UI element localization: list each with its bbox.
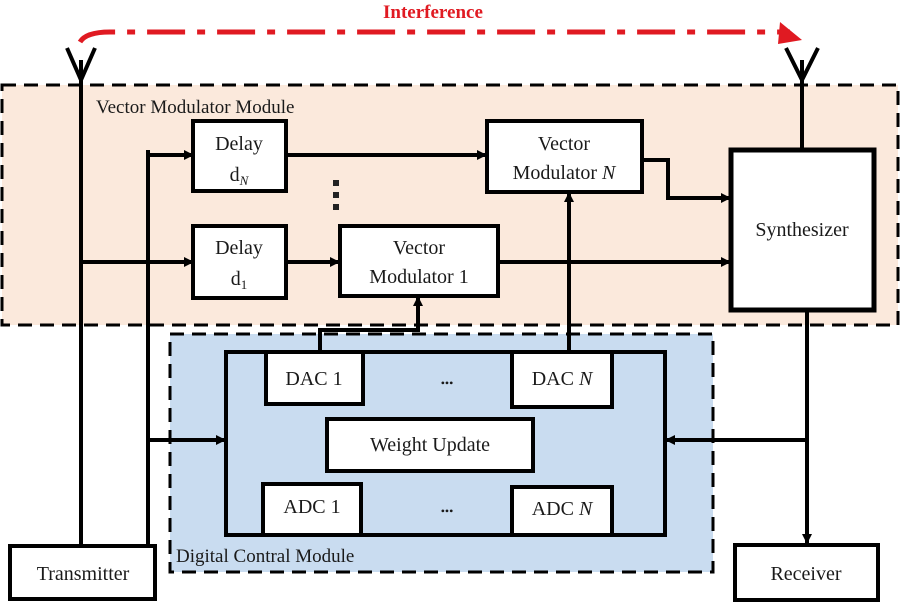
- svg-text:Delay: Delay: [215, 237, 263, 259]
- receiver-block[interactable]: Receiver: [733, 543, 880, 602]
- synthesizer-block[interactable]: Synthesizer: [728, 147, 877, 313]
- svg-text:dN: dN: [230, 164, 250, 188]
- vector-modulator-module-label: Vector Modulator Module: [96, 97, 294, 118]
- dac-1-block[interactable]: DAC 1: [264, 350, 365, 406]
- svg-text:Modulator 1: Modulator 1: [369, 266, 468, 288]
- svg-text:ADC N: ADC N: [532, 498, 594, 520]
- svg-text:d1: d1: [231, 268, 248, 292]
- svg-text:ADC 1: ADC 1: [283, 496, 340, 518]
- svg-text:Weight Update: Weight Update: [370, 434, 490, 456]
- interference-label: Interference: [383, 2, 483, 23]
- svg-text:Vector: Vector: [393, 237, 446, 259]
- svg-text:Synthesizer: Synthesizer: [755, 219, 849, 241]
- delay-1-block[interactable]: Delay d1: [191, 224, 288, 300]
- dac-ellipsis: •••: [441, 376, 454, 390]
- digital-control-module-label: Digital Contral Module: [176, 546, 354, 567]
- interference-arrowhead: [778, 22, 802, 44]
- svg-text:Transmitter: Transmitter: [37, 563, 130, 585]
- transmitter-block[interactable]: Transmitter: [8, 544, 157, 601]
- dac-n-block[interactable]: DAC N: [510, 350, 614, 409]
- weight-update-block[interactable]: Weight Update: [325, 417, 535, 473]
- rx-antenna-icon: [784, 47, 820, 148]
- svg-text:Delay: Delay: [215, 133, 263, 155]
- tx-antenna-icon: [65, 47, 97, 545]
- svg-text:Modulator N: Modulator N: [513, 162, 617, 184]
- svg-text:DAC N: DAC N: [532, 368, 594, 390]
- adc-1-block[interactable]: ADC 1: [261, 482, 363, 537]
- delay-n-block[interactable]: Delay dN: [191, 119, 288, 193]
- interference-path: [77, 29, 790, 44]
- vertical-ellipsis-icon: [333, 180, 339, 210]
- vector-modulator-n-block[interactable]: Vector Modulator N: [485, 119, 644, 194]
- adc-n-block[interactable]: ADC N: [510, 485, 614, 537]
- adc-ellipsis: •••: [441, 504, 454, 518]
- svg-text:DAC 1: DAC 1: [285, 368, 342, 390]
- vector-modulator-1-block[interactable]: Vector Modulator 1: [338, 224, 500, 298]
- svg-text:Receiver: Receiver: [770, 563, 841, 585]
- svg-text:Vector: Vector: [538, 133, 591, 155]
